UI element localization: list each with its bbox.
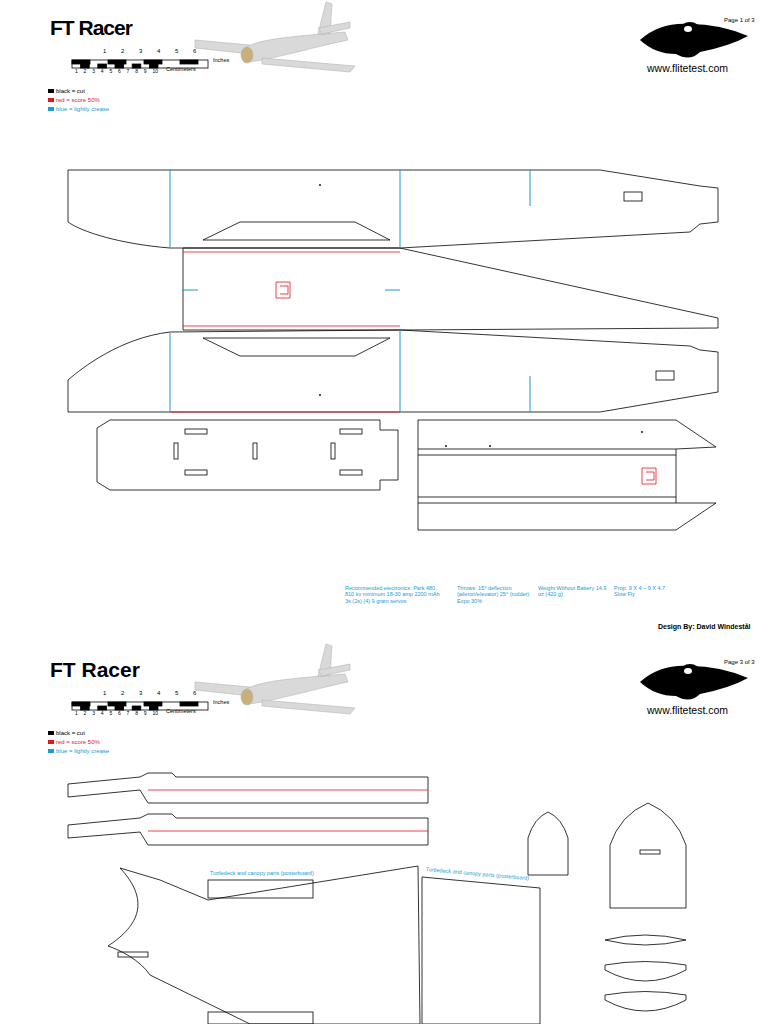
scale-number: 4 [157, 48, 160, 55]
sheet-title: FT Racer [50, 16, 132, 40]
scale-number: 4 [157, 690, 160, 697]
legend-item: red = score 50% [48, 739, 100, 745]
legend-text: black = cut [56, 88, 85, 94]
scale-number: 8 [135, 69, 138, 75]
spec-note: Weight Without Battery 14.9 oz (420 g) [538, 585, 608, 598]
page-number: Page 1 of 3 [724, 17, 755, 24]
legend-text: blue = lightly crease [56, 748, 109, 754]
scale-number: 1 [75, 69, 78, 75]
scale-unit: Inches [213, 699, 229, 705]
spec-note: Throws: 15° deflection (aileron/elevator… [457, 585, 533, 604]
legend-text: black = cut [56, 730, 85, 736]
scale-number: 10 [152, 711, 158, 717]
scale-number: 4 [101, 711, 104, 717]
scale-number: 6 [118, 711, 121, 717]
legend-swatch [48, 731, 54, 735]
scale-number: 5 [175, 690, 178, 697]
scale-unit: Centimeters [166, 708, 196, 714]
legend-item: red = score 50% [48, 97, 100, 103]
scale-number: 2 [84, 711, 87, 717]
scale-number: 2 [84, 69, 87, 75]
legend-swatch [48, 89, 54, 93]
spec-note: Recommended electronics: Park 480, 810 k… [345, 585, 443, 604]
scale-number: 7 [127, 711, 130, 717]
scale-number: 2 [121, 690, 124, 697]
scale-number: 6 [193, 48, 196, 55]
spec-note: Prop: 9 X 4 – 9 X 4.7 Slow Fly [614, 585, 674, 598]
legend-item: black = cut [48, 730, 85, 736]
scale-number: 6 [118, 69, 121, 75]
scale-unit: Centimeters [166, 66, 196, 72]
legend-swatch [48, 749, 54, 753]
scale-number: 3 [92, 711, 95, 717]
scale-number: 1 [103, 48, 106, 55]
scale-number: 5 [109, 711, 112, 717]
scale-number: 3 [139, 48, 142, 55]
scale-unit: Inches [213, 57, 229, 63]
scale-number: 7 [127, 69, 130, 75]
scale-number: 9 [144, 711, 147, 717]
scale-number: 2 [121, 48, 124, 55]
scale-number: 1 [75, 711, 78, 717]
scale-number: 6 [193, 690, 196, 697]
website: www.flitetest.com [647, 62, 728, 74]
scale-number: 9 [144, 69, 147, 75]
scale-number: 8 [135, 711, 138, 717]
legend-item: blue = lightly crease [48, 106, 109, 112]
scale-number: 5 [109, 69, 112, 75]
legend-swatch [48, 107, 54, 111]
legend-text: red = score 50% [56, 97, 100, 103]
legend-swatch [48, 740, 54, 744]
website: www.flitetest.com [647, 704, 728, 716]
legend-item: blue = lightly crease [48, 748, 109, 754]
scale-number: 1 [103, 690, 106, 697]
designer-credit: Design By: David Windestål [658, 623, 751, 631]
legend-text: blue = lightly crease [56, 106, 109, 112]
scale-number: 10 [152, 69, 158, 75]
scale-number: 3 [139, 690, 142, 697]
page-number: Page 3 of 3 [724, 659, 755, 666]
scale-number: 3 [92, 69, 95, 75]
legend-swatch [48, 98, 54, 102]
sheet-title: FT Racer [50, 658, 140, 682]
scale-number: 5 [175, 48, 178, 55]
legend-item: black = cut [48, 88, 85, 94]
legend-text: red = score 50% [56, 739, 100, 745]
part-label: Turtledeck and canopy parts (posterboard… [210, 870, 314, 876]
scale-number: 4 [101, 69, 104, 75]
